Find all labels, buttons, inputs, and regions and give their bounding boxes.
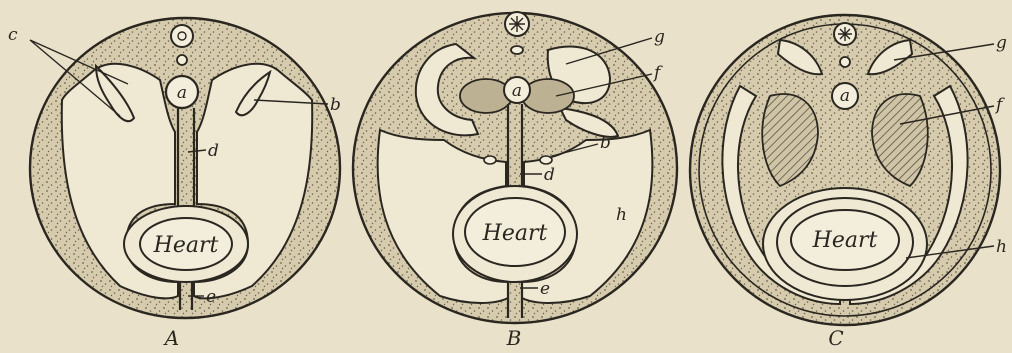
label-h-c: h	[996, 237, 1007, 257]
heart-label-c: Heart	[812, 228, 878, 253]
notochord-a	[177, 55, 187, 65]
neural-star-c	[838, 27, 852, 41]
caption-b: B	[506, 326, 522, 350]
label-g-b: g	[654, 27, 665, 47]
label-f-b: f	[652, 63, 663, 83]
label-a-center-c: a	[840, 86, 850, 106]
caption-a: A	[163, 326, 179, 350]
label-a-center-a: a	[177, 83, 187, 103]
notochord-b	[511, 46, 523, 54]
label-g-c: g	[996, 33, 1007, 53]
neural-tube-a	[171, 25, 193, 47]
label-c-a: c	[8, 25, 18, 45]
organ-f-left-b	[460, 79, 512, 113]
label-a-center-b: a	[512, 81, 522, 101]
label-d-b: d	[544, 165, 555, 185]
vessel-left-b	[484, 156, 496, 164]
caption-c: C	[828, 326, 843, 350]
panel-a	[30, 18, 340, 318]
heart-label-b: Heart	[482, 221, 548, 246]
organ-f-right-b	[522, 79, 574, 113]
label-b-b: b	[600, 133, 611, 153]
label-h-b: h	[616, 205, 627, 225]
panel-c	[690, 15, 1000, 325]
panel-b	[353, 12, 677, 323]
neural-star-b	[509, 16, 525, 32]
label-e-b: e	[540, 279, 550, 299]
label-f-c: f	[994, 95, 1005, 115]
label-b-a: b	[330, 95, 341, 115]
heart-label-a: Heart	[153, 233, 219, 258]
vessel-right-b	[540, 156, 552, 164]
label-e-a: e	[206, 287, 216, 307]
label-d-a: d	[208, 141, 219, 161]
notochord-c	[840, 57, 850, 67]
